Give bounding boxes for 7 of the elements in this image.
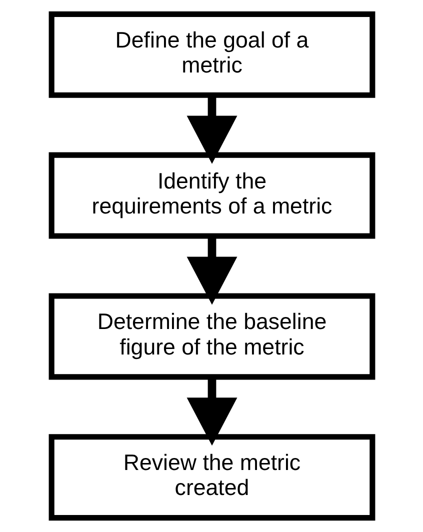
node-box: Identify the requirements of a metric [48,152,375,239]
arrow [186,236,237,305]
node-box: Determine the baseline figure of the metric [48,293,375,380]
arrow [186,95,237,164]
node-box: Define the goal of a metric [48,11,375,98]
arrow [186,377,237,446]
node-box: Review the metric created [48,434,375,521]
